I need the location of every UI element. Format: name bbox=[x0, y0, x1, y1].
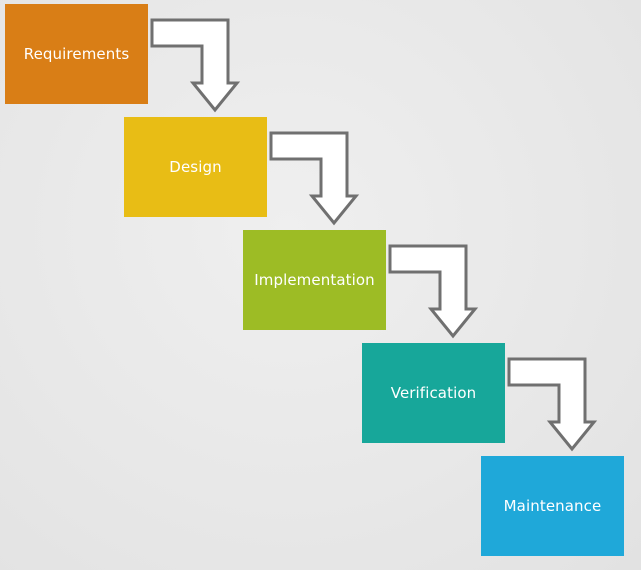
elbow-down-arrow-icon bbox=[269, 131, 360, 226]
stage-label: Design bbox=[169, 158, 222, 176]
stage-label: Implementation bbox=[254, 271, 375, 289]
stage-maintenance: Maintenance bbox=[481, 456, 624, 556]
stage-label: Verification bbox=[390, 384, 477, 402]
elbow-down-arrow-icon bbox=[150, 18, 241, 113]
elbow-down-arrow-icon bbox=[507, 357, 598, 452]
stage-label: Requirements bbox=[23, 45, 130, 63]
stage-design: Design bbox=[124, 117, 267, 217]
stage-verification: Verification bbox=[362, 343, 505, 443]
stage-requirements: Requirements bbox=[5, 4, 148, 104]
stage-label: Maintenance bbox=[503, 497, 602, 515]
elbow-down-arrow-icon bbox=[388, 244, 479, 339]
stage-implementation: Implementation bbox=[243, 230, 386, 330]
